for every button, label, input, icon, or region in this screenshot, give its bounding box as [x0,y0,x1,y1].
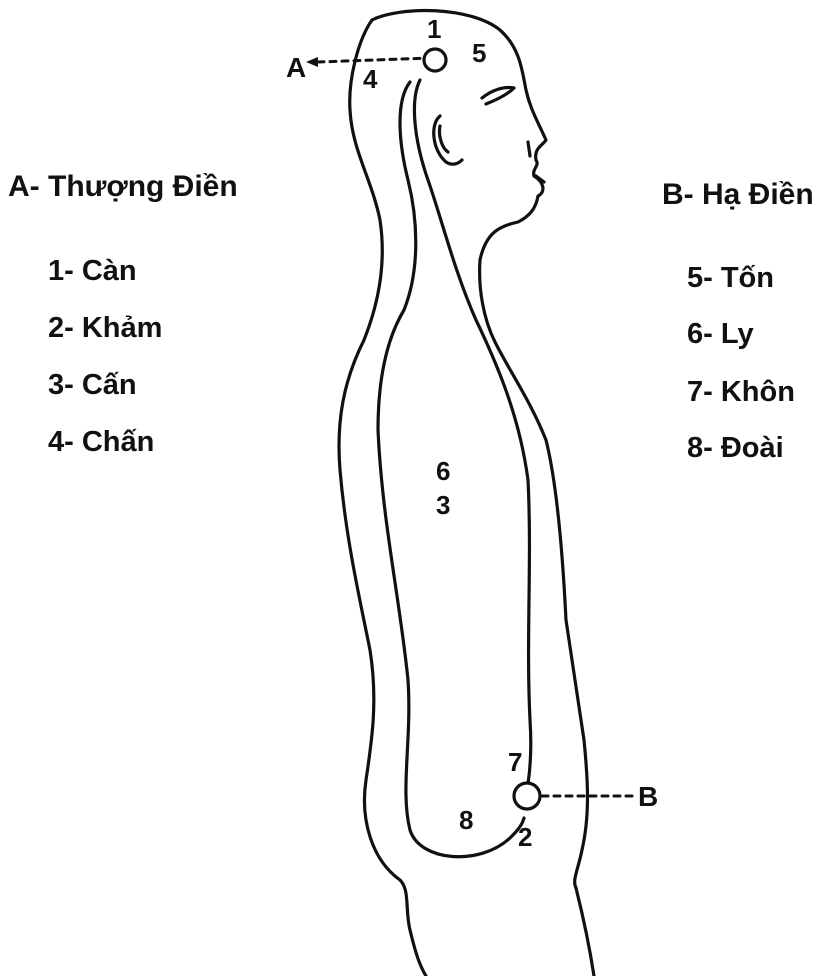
point-b-label: B [638,781,658,812]
number-1: 1 [427,14,441,44]
point-b-circle [514,783,540,809]
point-a-label: A [286,52,306,83]
ear [434,116,462,164]
number-3: 3 [436,490,450,520]
number-2: 2 [518,822,532,852]
leg-front-outline [576,888,594,976]
number-6: 6 [436,456,450,486]
number-8: 8 [459,805,473,835]
point-a-circle [424,49,446,71]
dashed-line-a [318,58,430,62]
eye-brow [482,87,514,104]
channel-back-line [378,82,524,857]
body-front-outline [372,11,588,888]
ear-inner [439,126,448,152]
number-7: 7 [508,747,522,777]
channel-front-line [414,80,530,784]
number-4: 4 [363,64,378,94]
arrow-a-icon [306,57,318,67]
number-5: 5 [472,38,486,68]
